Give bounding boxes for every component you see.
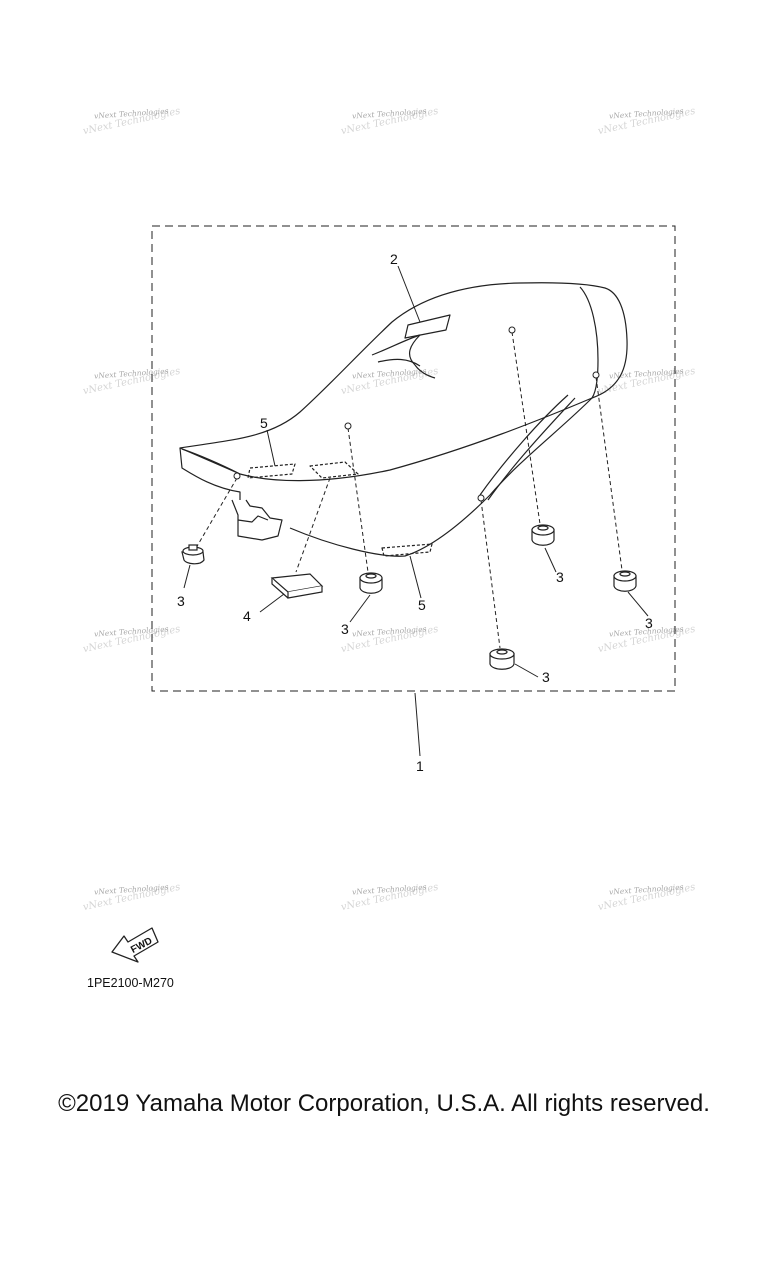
seat-front-nose [179, 447, 241, 500]
leader-line [397, 265, 421, 323]
leader-line [266, 429, 276, 467]
assembly-boundary [151, 225, 676, 692]
copyright-notice: ©2019 Yamaha Motor Corporation, U.S.A. A… [58, 1090, 710, 1117]
leader-line [183, 564, 191, 589]
guide-lines [195, 331, 623, 649]
seat-side-panel [289, 397, 593, 557]
guide-line [295, 477, 331, 573]
damper [359, 572, 383, 594]
callout-3: 3 [542, 669, 550, 685]
callout-3: 3 [556, 569, 564, 585]
mount-hole [508, 326, 516, 334]
leader-lines [183, 265, 649, 757]
callout-5: 5 [418, 597, 426, 613]
guide-line [480, 499, 501, 649]
leader-line [409, 555, 422, 599]
seat-base-hook [231, 499, 283, 541]
mount-hole [592, 371, 600, 379]
leader-line [514, 663, 539, 678]
dampers [181, 524, 637, 670]
callout-1: 1 [416, 758, 424, 774]
mount-hole [344, 422, 352, 430]
callout-3: 3 [645, 615, 653, 631]
callout-3: 3 [341, 621, 349, 637]
fwd-arrow-icon: FWD [111, 927, 159, 963]
label-plate [404, 314, 451, 339]
leader-line [544, 547, 557, 573]
callout-4: 4 [243, 608, 251, 624]
mount-hole [233, 472, 241, 480]
seat-rear-step [579, 286, 599, 399]
seat-seam [371, 334, 436, 379]
callout-3: 3 [177, 593, 185, 609]
diagram-code: 1PE2100-M270 [87, 976, 174, 990]
leader-line [349, 594, 371, 623]
dotted-label-side [381, 543, 433, 557]
mount-hole [477, 494, 485, 502]
seat-skin-line [181, 448, 241, 475]
damper [489, 648, 515, 670]
pad [270, 573, 324, 599]
dotted-label-front [247, 463, 296, 479]
seat-seam-2 [377, 358, 421, 367]
seat-strap [479, 394, 569, 496]
callouts: 2 5 3 4 3 5 3 3 3 1 [177, 251, 653, 774]
guide-line [511, 331, 541, 525]
seat-top-outline [179, 282, 628, 482]
leader-line [259, 593, 285, 613]
guide-line [595, 376, 623, 571]
leader-line [627, 591, 649, 617]
guide-line [195, 477, 238, 549]
callout-2: 2 [390, 251, 398, 267]
damper [531, 524, 555, 546]
seat-strap-2 [487, 397, 576, 501]
callout-5: 5 [260, 415, 268, 431]
damper [181, 544, 205, 565]
seat-assembly [179, 282, 628, 557]
seat-base-box [237, 515, 269, 523]
leader-line [414, 692, 421, 757]
dotted-pad-location [309, 461, 359, 479]
damper [613, 570, 637, 592]
guide-line [347, 427, 369, 573]
mount-holes [233, 326, 600, 502]
